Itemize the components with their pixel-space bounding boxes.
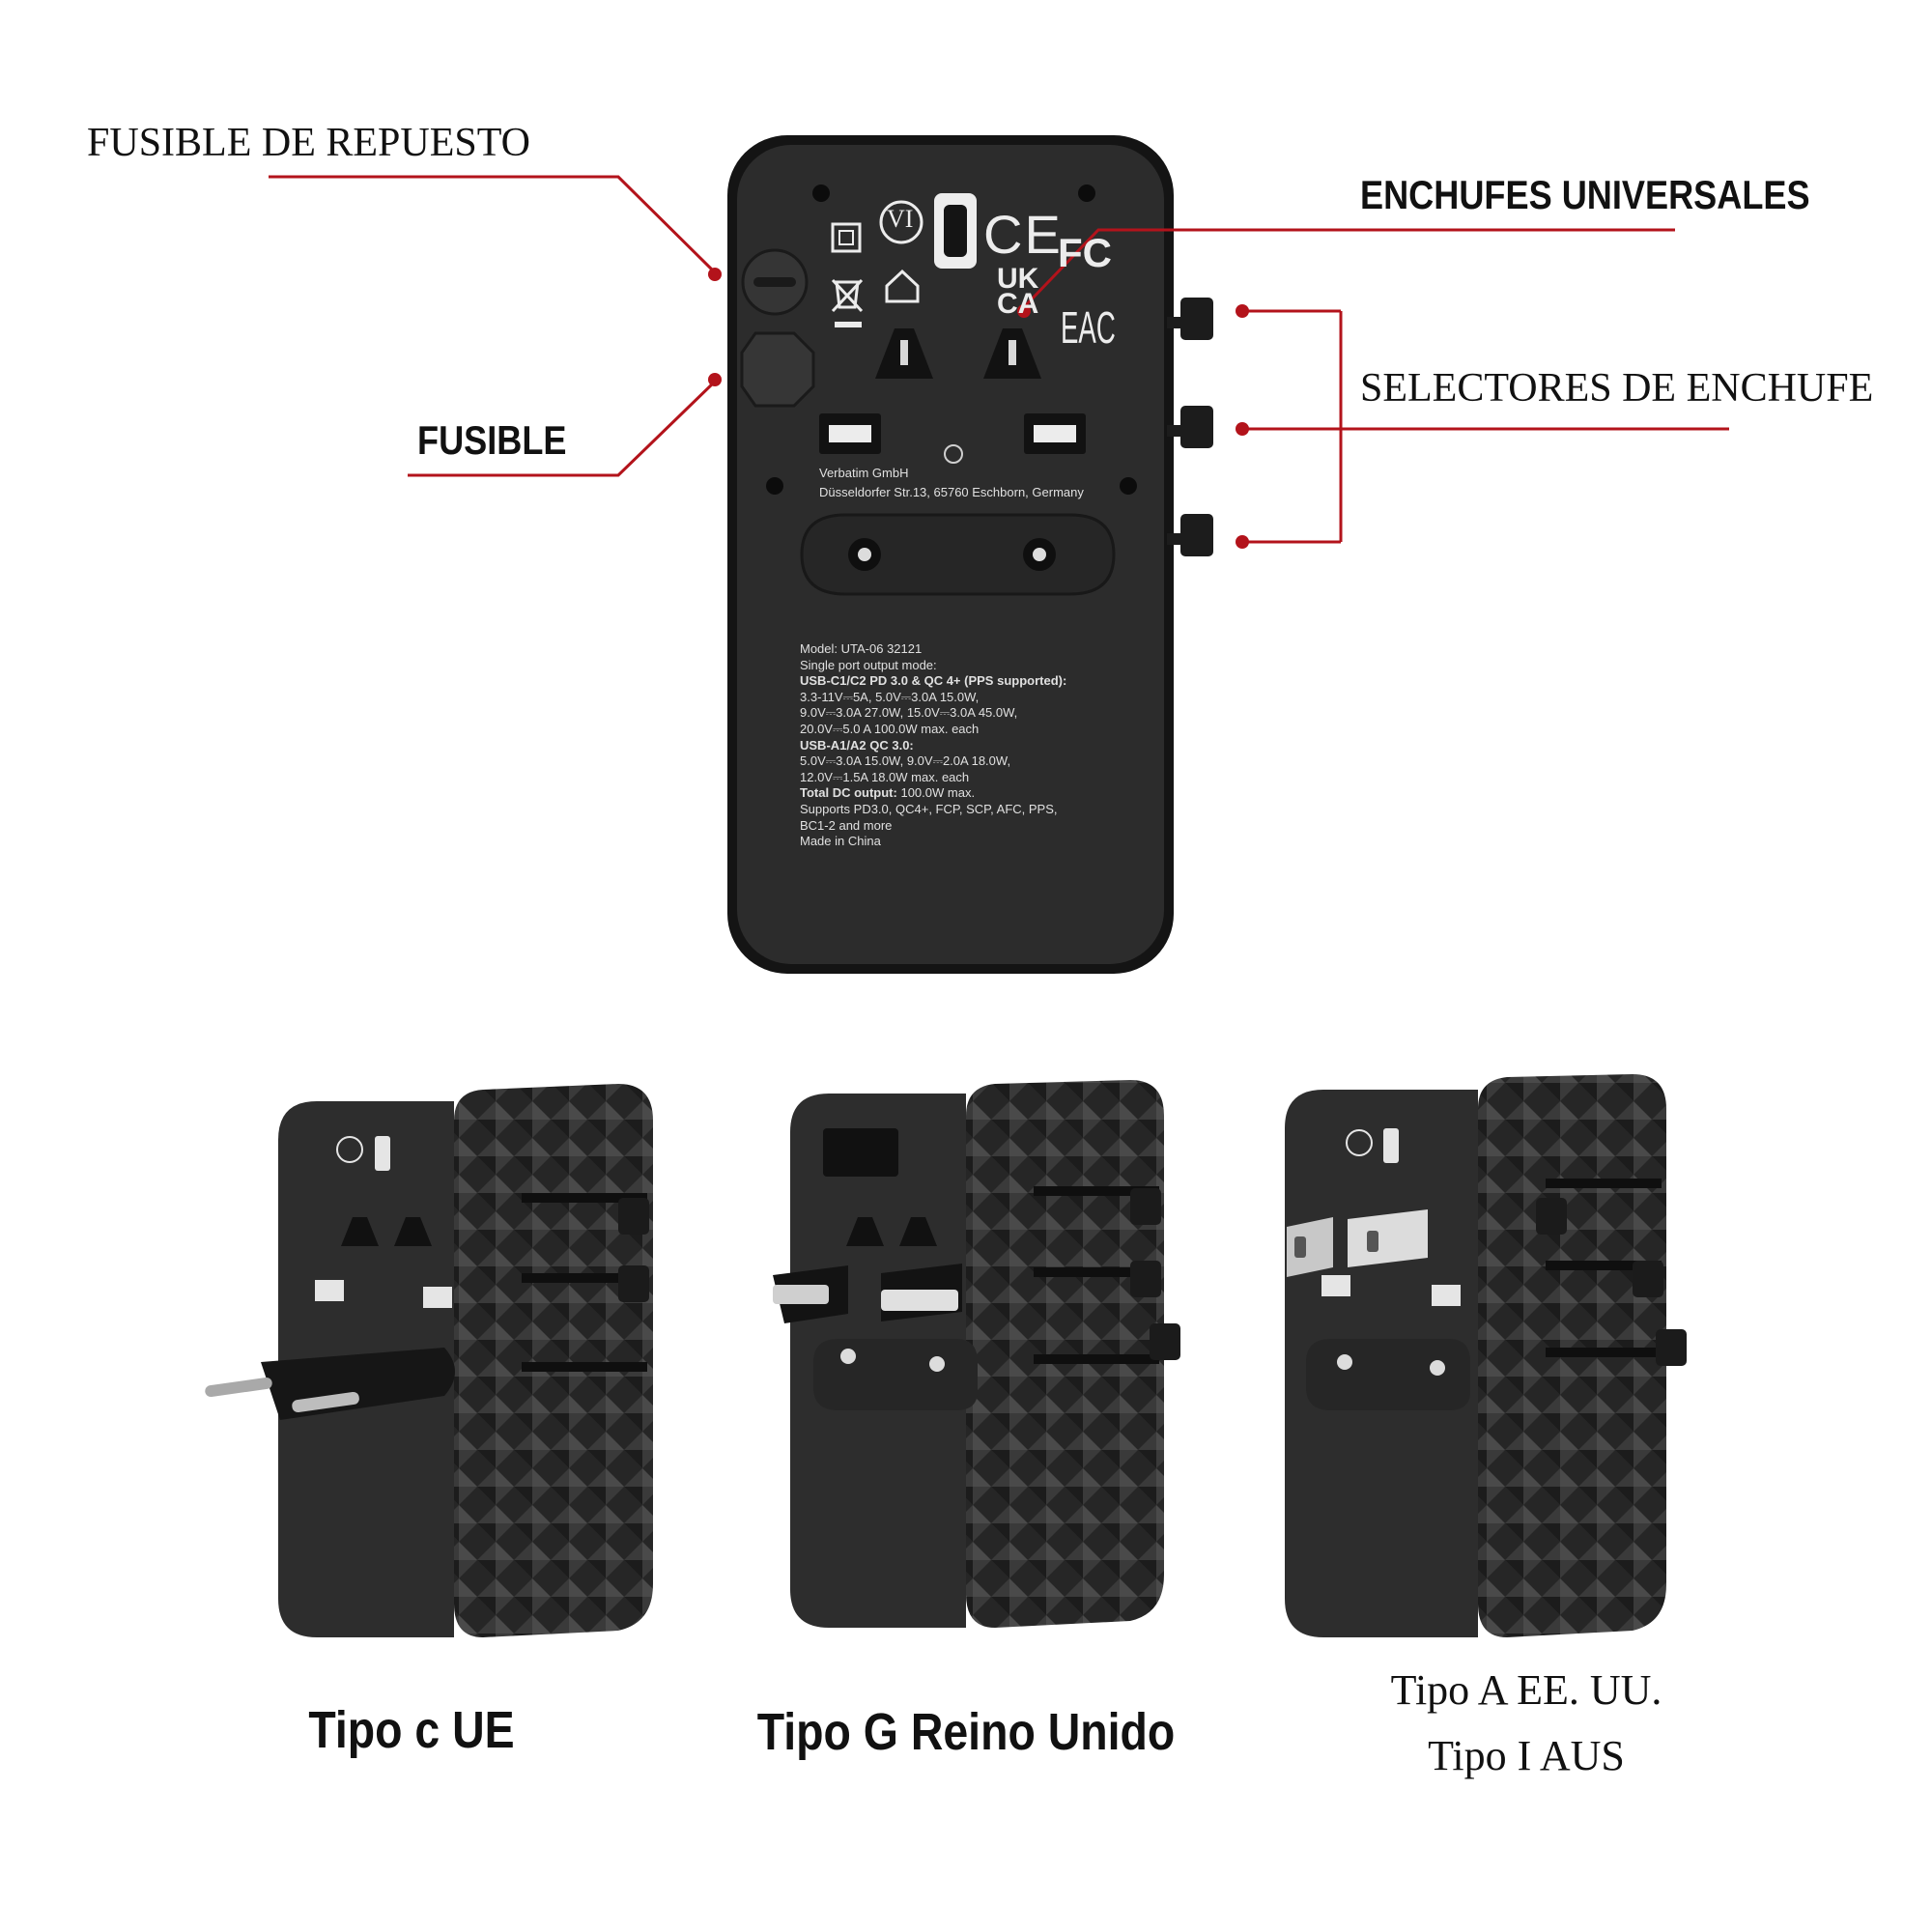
- universal-socket-right: [983, 328, 1041, 379]
- spec-total-value: 100.0W max.: [900, 785, 976, 801]
- eu-socket: [800, 513, 1116, 596]
- screw-icon: [1078, 185, 1095, 202]
- spec-usbc-2: 9.0V⎓3.0A 27.0W, 15.0V⎓3.0A 45.0W,: [800, 705, 1018, 721]
- callout-fuse: FUSIBLE: [417, 417, 567, 463]
- spec-usba-head: USB-A1/A2 QC 3.0:: [800, 737, 914, 753]
- fuse-cap: [740, 331, 815, 408]
- ukca-mark-2: CA: [997, 288, 1039, 320]
- vi-mark: VI: [887, 205, 914, 233]
- adapter-us-aus: [1285, 1074, 1687, 1637]
- callout-spare-fuse: FUSIBLE DE REPUESTO: [87, 121, 530, 165]
- adapter-eu: [205, 1084, 653, 1637]
- spec-usbc-1: 3.3-11V⎓5A, 5.0V⎓3.0A 15.0W,: [800, 689, 980, 704]
- universal-socket-left: [875, 328, 933, 379]
- uk-pin-right: [881, 1290, 958, 1311]
- maker-text: Verbatim GmbH: [819, 466, 909, 480]
- ukca-mark-1: UK: [997, 263, 1039, 295]
- callout-plug-selectors: SELECTORES DE ENCHUFE: [1360, 366, 1874, 411]
- selector-slider-3: [1167, 514, 1213, 556]
- caption-eu: Tipo c UE: [308, 1701, 515, 1759]
- double-insulation-icon: [831, 222, 862, 253]
- spec-usbc-3: 20.0V⎓5.0 A 100.0W max. each: [800, 721, 980, 736]
- caption-uk: Tipo G Reino Unido: [756, 1703, 1176, 1761]
- screw-icon: [1120, 477, 1137, 495]
- spec-total-head: Total DC output:: [800, 785, 897, 801]
- selector-slider-1: [1167, 298, 1213, 340]
- ce-mark: CE: [983, 204, 1063, 265]
- uk-earth-pin: [823, 1128, 898, 1177]
- main-adapter: [727, 135, 1213, 974]
- ground-icon: [944, 444, 963, 464]
- spec-usbc-head: USB-C1/C2 PD 3.0 & QC 4+ (PPS supported)…: [800, 673, 1067, 689]
- screw-icon: [766, 477, 783, 495]
- callout-leaders: [269, 175, 1729, 549]
- caption-aus: Tipo I AUS: [1428, 1732, 1625, 1779]
- selector-slider-2: [1167, 406, 1213, 448]
- spec-supports: Supports PD3.0, QC4+, FCP, SCP, AFC, PPS…: [800, 801, 1058, 816]
- eac-mark: EAC: [1061, 302, 1116, 353]
- spec-total: Total DC output: 100.0W max.: [800, 785, 1066, 802]
- spec-model: Model: UTA-06 32121: [800, 641, 923, 656]
- us-pin-right: [1348, 1209, 1428, 1267]
- fcc-mark: FC: [1058, 230, 1112, 275]
- indoor-use-icon: [885, 269, 920, 303]
- spec-usba-2: 12.0V⎓1.5A 18.0W max. each: [800, 769, 970, 784]
- callout-universal-sockets: ENCHUFES UNIVERSALES: [1360, 172, 1810, 217]
- weee-bin-icon: [835, 280, 860, 309]
- screw-icon: [812, 185, 830, 202]
- adapter-uk: [773, 1080, 1180, 1628]
- address-text: Düsseldorfer Str.13, 65760 Eschborn, Ger…: [819, 485, 1084, 499]
- efficiency-vi-icon: [879, 200, 923, 244]
- spec-mode: Single port output mode:: [800, 657, 937, 672]
- spec-supports-2: BC1-2 and more: [800, 817, 893, 833]
- uk-pin-left: [773, 1285, 829, 1304]
- spec-made: Made in China: [800, 834, 881, 849]
- caption-us: Tipo A EE. UU.: [1390, 1666, 1662, 1714]
- spec-block: Model: UTA-06 32121 Single port output m…: [800, 641, 1066, 850]
- spec-usba-1: 5.0V⎓3.0A 15.0W, 9.0V⎓2.0A 18.0W,: [800, 753, 1011, 769]
- us-pin-left: [1287, 1217, 1333, 1277]
